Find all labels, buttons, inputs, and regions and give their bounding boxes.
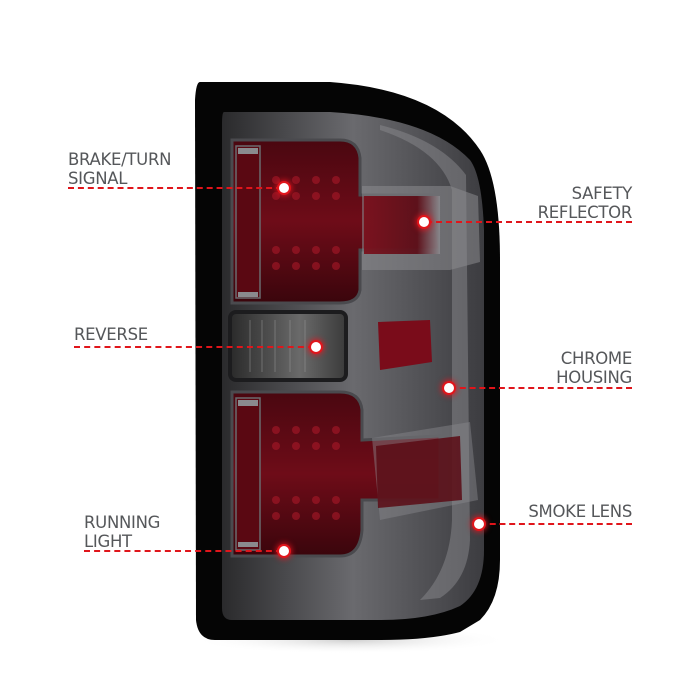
callout-line: LIGHT — [84, 532, 132, 551]
callout-line: HOUSING — [556, 368, 632, 387]
callout-line: BRAKE/TURN — [68, 150, 172, 169]
callout-dot-reverse — [311, 342, 321, 352]
callout-line: REFLECTOR — [537, 203, 633, 222]
callout-dot-brake-turn-signal — [279, 183, 289, 193]
callout-line: SAFETY — [571, 184, 633, 203]
callout-leader-brake-turn-signal — [68, 187, 282, 189]
callout-label-smoke-lens: SMOKE LENS — [528, 502, 632, 521]
callout-line: RUNNING — [84, 513, 161, 532]
callout-line: SIGNAL — [68, 169, 128, 188]
callout-label-chrome-housing: CHROME HOUSING — [556, 349, 632, 387]
callout-leader-running-light — [84, 550, 282, 552]
callout-dot-running-light — [279, 546, 289, 556]
callout-label-reverse: REVERSE — [74, 325, 148, 344]
callout-label-brake-turn-signal: BRAKE/TURN SIGNAL — [68, 150, 171, 188]
callout-leader-chrome-housing — [450, 387, 632, 389]
callout-line: CHROME — [560, 349, 633, 368]
callout-line: REVERSE — [74, 325, 148, 344]
callout-dot-chrome-housing — [444, 383, 454, 393]
callout-dot-smoke-lens — [474, 519, 484, 529]
callout-leader-reverse — [74, 346, 314, 348]
callout-line: SMOKE LENS — [528, 502, 632, 521]
callout-leader-smoke-lens — [480, 523, 632, 525]
callout-dot-safety-reflector — [419, 217, 429, 227]
callout-label-safety-reflector: SAFETY REFLECTOR — [537, 184, 633, 222]
callout-label-running-light: RUNNING LIGHT — [84, 513, 160, 551]
callout-leader-safety-reflector — [426, 221, 632, 223]
